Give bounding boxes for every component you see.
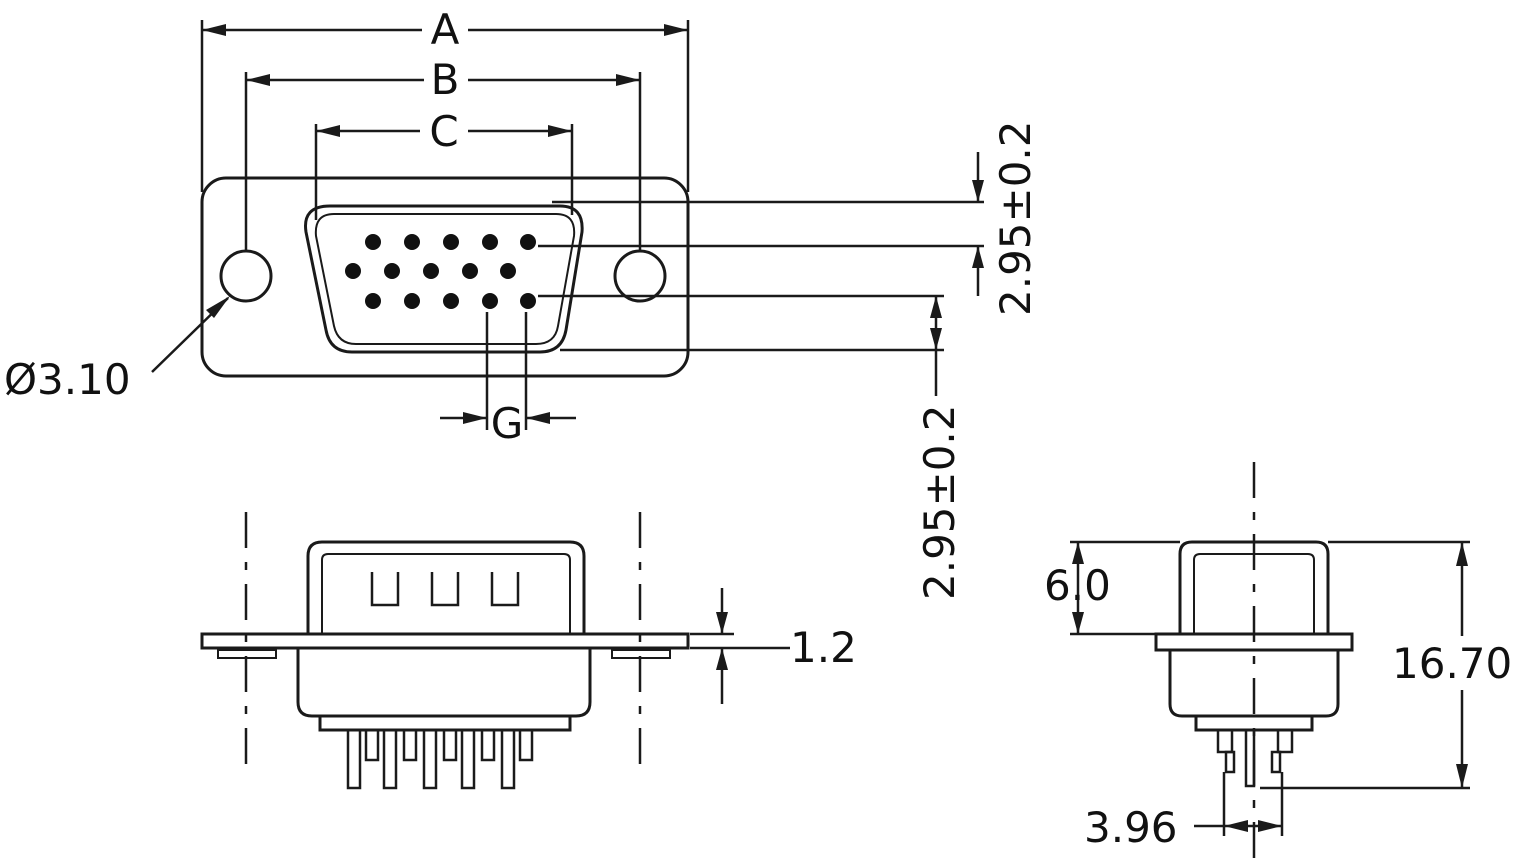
shell-height-label: 6.0 (1044, 561, 1111, 610)
pin (500, 263, 516, 279)
flange-thickness-dimension (690, 588, 790, 704)
dim-c-label: C (429, 107, 458, 156)
overall-height-dimension (1260, 540, 1470, 790)
row-pitch-lower-label: 2.95±0.2 (915, 404, 964, 600)
end-flange (1154, 632, 1354, 652)
hole-diameter-label: Ø3.10 (4, 355, 131, 404)
mounting-hole-left (219, 249, 273, 303)
dimension-a (200, 20, 690, 192)
dim-b-label: B (431, 55, 460, 104)
pin-row-2 (345, 263, 516, 279)
pin (423, 263, 439, 279)
side-flange (200, 632, 690, 650)
d-shell-inner (314, 213, 576, 345)
pin (384, 263, 400, 279)
pin (443, 234, 459, 250)
pin-spacing-dimension (1194, 772, 1284, 836)
pin (462, 263, 478, 279)
side-pins (346, 728, 534, 790)
hole-diameter-leader (151, 296, 230, 373)
pin-row-1 (365, 234, 536, 250)
overall-height-label: 16.70 (1392, 639, 1512, 688)
pin (482, 293, 498, 309)
flange-thickness-label: 1.2 (790, 623, 857, 672)
dimension-c (314, 124, 574, 220)
front-view: A B C G (4, 5, 1040, 600)
side-body (296, 648, 592, 718)
pin (443, 293, 459, 309)
pin (520, 293, 536, 309)
lock-slot (430, 572, 460, 607)
dimension-g (440, 312, 576, 430)
pin (404, 234, 420, 250)
row-pitch-lower-dimension (538, 294, 944, 396)
end-view: 6.0 16.70 3.96 (1044, 462, 1512, 861)
row-pitch-upper-label: 2.95±0.2 (991, 120, 1040, 316)
pin (345, 263, 361, 279)
mounting-hole-right (613, 249, 667, 303)
pin (404, 293, 420, 309)
dimension-b (244, 72, 642, 251)
pin-row-3 (365, 293, 536, 309)
pin (365, 234, 381, 250)
lock-slot (370, 572, 400, 607)
pin (365, 293, 381, 309)
side-shell-top (306, 540, 586, 634)
end-shell (1178, 540, 1330, 634)
shell-height-dimension (1070, 540, 1180, 636)
pin-spacing-label: 3.96 (1084, 803, 1178, 852)
d-shell-outer (304, 204, 584, 354)
pin (482, 234, 498, 250)
front-flange (200, 176, 690, 378)
row-pitch-upper-dimension (538, 152, 984, 296)
side-view: 1.2 (200, 512, 857, 790)
lock-slot (490, 572, 520, 607)
pin (520, 234, 536, 250)
dim-a-label: A (431, 5, 460, 54)
dim-g-label: G (491, 399, 524, 448)
